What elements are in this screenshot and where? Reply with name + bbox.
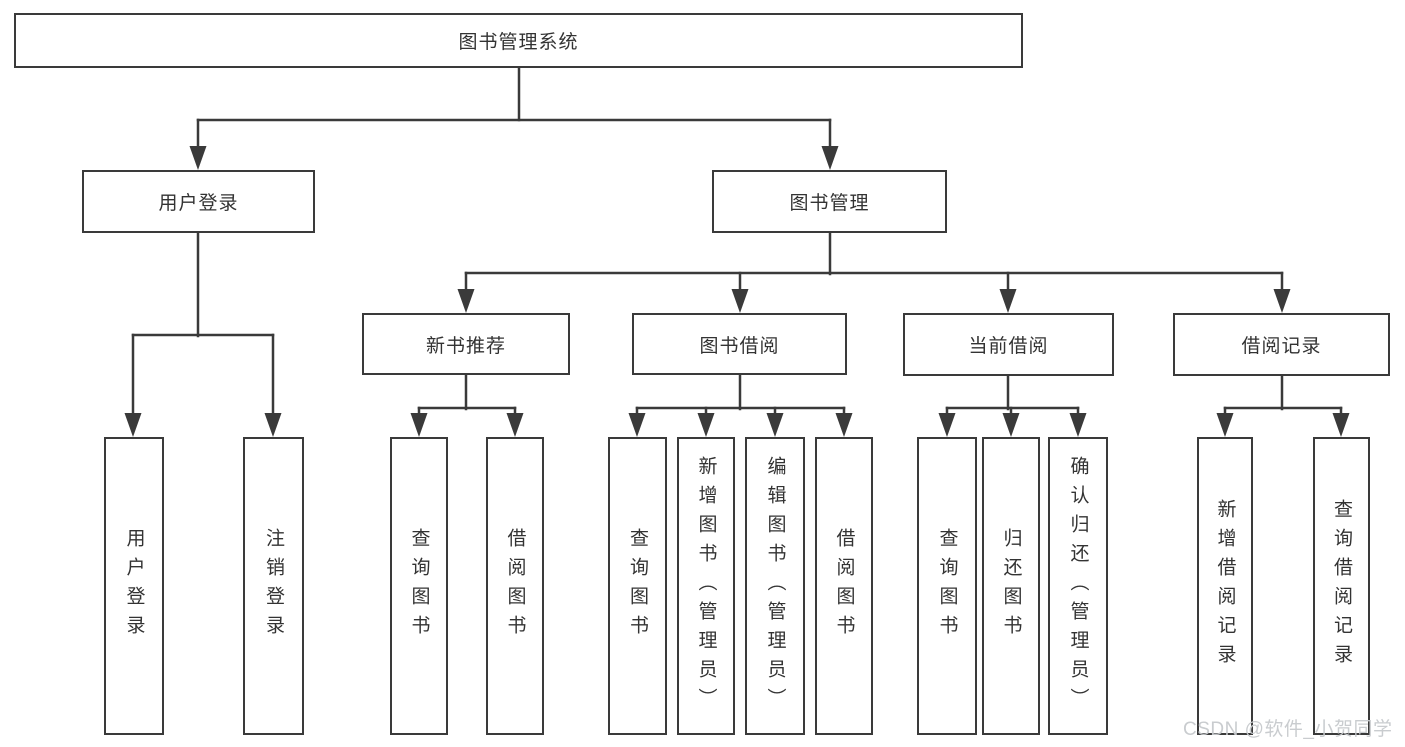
node-label: 图书管理系统 xyxy=(458,32,579,53)
leaf-br-add-borrow-record: 新增借阅记录 xyxy=(1197,437,1253,735)
node-label: 借阅记录 xyxy=(1241,336,1322,357)
leaf-br-query-borrow-record: 查询借阅记录 xyxy=(1313,437,1370,735)
node-label: 图书管理 xyxy=(789,193,870,214)
connector-root-to-level2 xyxy=(189,66,839,170)
node-label: 归还图书 xyxy=(1000,528,1022,644)
node-label: 当前借阅 xyxy=(968,336,1049,357)
node-label: 确认归还（管理员） xyxy=(1067,455,1089,717)
node-label: 新增借阅记录 xyxy=(1214,499,1236,673)
connector-new-book-recommend-children xyxy=(410,373,524,437)
leaf-cb-query-books: 查询图书 xyxy=(917,437,977,735)
node-label: 借阅图书 xyxy=(504,528,526,644)
leaf-bb-add-books-admin: 新增图书（管理员） xyxy=(677,437,735,735)
node-label: 查询借阅记录 xyxy=(1331,499,1352,673)
node-label: 新书推荐 xyxy=(425,335,506,357)
leaf-bb-query-books: 查询图书 xyxy=(608,437,667,735)
node-label: 查询图书 xyxy=(627,528,648,644)
node-book-management: 图书管理 xyxy=(712,170,947,233)
node-current-borrowing: 当前借阅 xyxy=(903,313,1114,376)
node-label: 借阅图书 xyxy=(833,528,855,644)
node-book-borrowing: 图书借阅 xyxy=(632,313,847,375)
node-label: 用户登录 xyxy=(123,528,145,644)
node-label: 用户登录 xyxy=(158,193,239,214)
node-user-login: 用户登录 xyxy=(82,170,315,233)
leaf-nbr-query-books: 查询图书 xyxy=(390,437,448,735)
node-new-book-recommend: 新书推荐 xyxy=(362,313,570,375)
connector-user-login-children xyxy=(124,231,282,437)
connector-book-mgmt-to-level3 xyxy=(457,231,1291,313)
node-label: 图书借阅 xyxy=(699,335,780,357)
leaf-cb-confirm-return-admin: 确认归还（管理员） xyxy=(1048,437,1108,735)
leaf-logout: 注销登录 xyxy=(243,437,304,735)
leaf-user-login: 用户登录 xyxy=(104,437,164,735)
node-label: 新增图书（管理员） xyxy=(695,455,717,717)
leaf-bb-borrow-books: 借阅图书 xyxy=(815,437,873,735)
leaf-cb-return-books: 归还图书 xyxy=(982,437,1040,735)
node-borrowing-records: 借阅记录 xyxy=(1173,313,1390,376)
leaf-nbr-borrow-books: 借阅图书 xyxy=(486,437,544,735)
node-label: 注销登录 xyxy=(263,528,284,644)
node-label: 查询图书 xyxy=(408,528,430,644)
connector-borrowing-records-children xyxy=(1216,374,1350,437)
watermark: CSDN @软件_小贺同学 xyxy=(1183,719,1393,740)
connector-current-borrowing-children xyxy=(938,374,1087,437)
node-label: 编辑图书（管理员） xyxy=(764,455,786,717)
leaf-bb-edit-books-admin: 编辑图书（管理员） xyxy=(745,437,805,735)
node-label: 查询图书 xyxy=(936,528,958,644)
node-library-management-system: 图书管理系统 xyxy=(14,13,1023,68)
connector-book-borrowing-children xyxy=(628,373,853,437)
